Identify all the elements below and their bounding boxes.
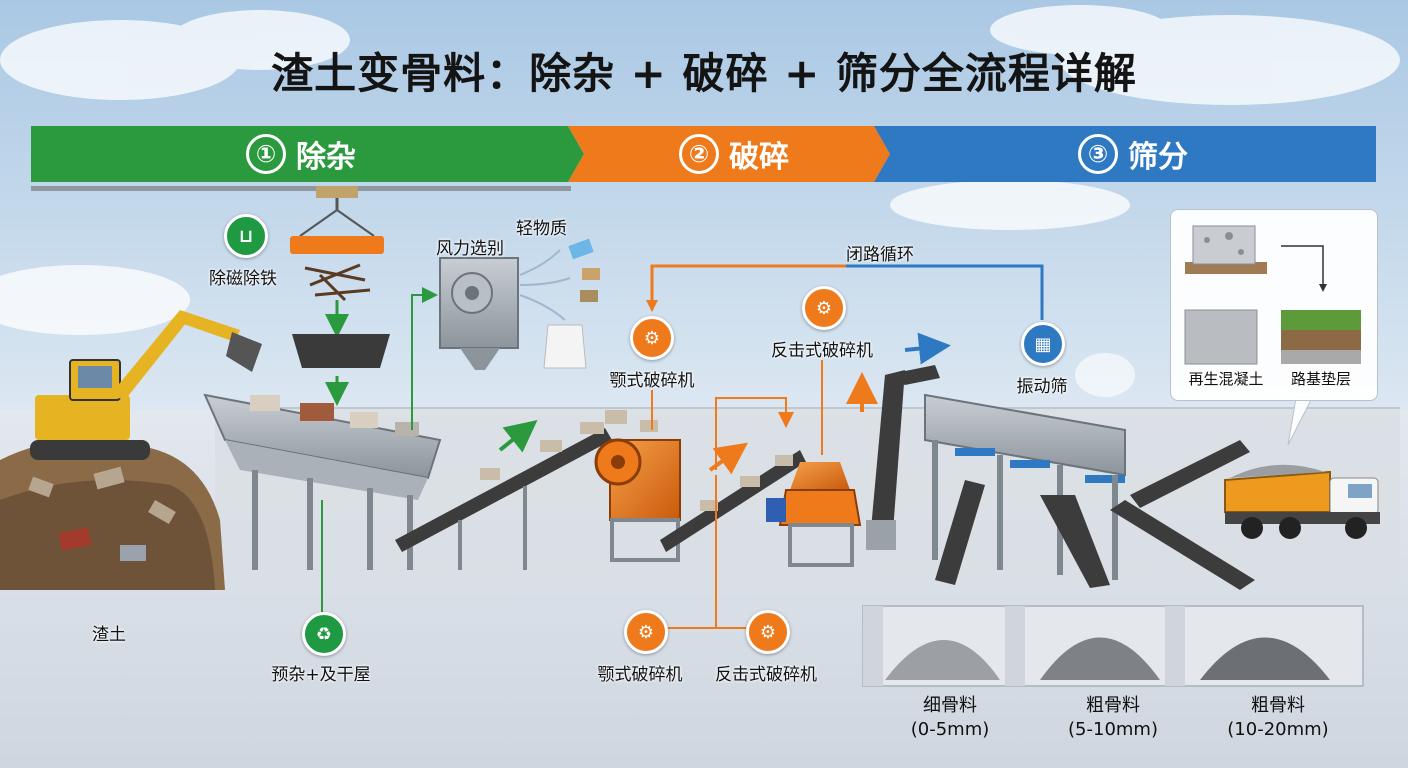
coarse-aggregate-pile-2	[1200, 637, 1330, 680]
vibrating-feeder	[203, 393, 442, 570]
impact-crusher-bottom-label: 反击式破碎机	[715, 665, 817, 685]
conveyor-2	[660, 450, 806, 552]
stage-3-banner	[874, 126, 1376, 182]
bucket-elevator	[866, 365, 940, 550]
electromagnet	[290, 186, 390, 406]
conveyor-1	[395, 422, 612, 570]
applications-callout	[1170, 209, 1378, 401]
wind-separator	[439, 238, 600, 370]
product-fine-name: 细骨料	[923, 695, 977, 716]
impact-crusher	[766, 462, 862, 567]
stage-2-text: 破碎	[729, 140, 789, 175]
impact-crusher-icon: ⚙	[802, 286, 846, 330]
wind-label: 风力选别	[436, 239, 504, 259]
product-coarse-1: 粗骨料 (5-10mm)	[1053, 694, 1173, 742]
impact-crusher-icon-bottom: ⚙	[746, 610, 790, 654]
stage-2-number: ②	[679, 134, 719, 174]
coarse-aggregate-pile-1	[1040, 637, 1160, 680]
product-coarse-2: 粗骨料 (10-20mm)	[1213, 694, 1343, 742]
jaw-crusher-icon-bottom: ⚙	[624, 610, 668, 654]
stage-1-banner	[31, 126, 584, 182]
roadbed-label: 路基垫层	[1290, 370, 1352, 388]
dump-truck	[1224, 464, 1380, 539]
soil-pile	[0, 440, 225, 590]
product-coarse-1-size: (5-10mm)	[1068, 719, 1158, 740]
product-coarse-1-name: 粗骨料	[1086, 695, 1140, 716]
vibrating-screen	[924, 393, 1255, 590]
soil-label: 渣土	[92, 625, 126, 645]
screen-label: 振动筛	[1016, 377, 1068, 397]
clouds	[0, 5, 1400, 335]
product-fine-size: (0-5mm)	[910, 719, 990, 740]
excavator	[30, 310, 262, 460]
stage-2-label: ② 破碎	[584, 126, 884, 182]
stage-3-text: 筛分	[1128, 140, 1188, 175]
recycled-concrete-label: 再生混凝土	[1188, 370, 1264, 388]
roadbed-image	[1281, 310, 1361, 330]
screen-icon: ▦	[1021, 322, 1065, 366]
magnet-icon: ⊔	[224, 214, 268, 258]
jaw-crusher	[594, 410, 681, 562]
recycled-concrete-image	[1184, 309, 1258, 365]
page-title: 渣土变骨料：除杂 + 破碎 + 筛分全流程详解	[271, 49, 1137, 98]
jaw-crusher-bottom-label: 颚式破碎机	[597, 665, 683, 685]
stage-1-number: ①	[246, 134, 286, 174]
product-coarse-2-size: (10-20mm)	[1227, 719, 1329, 740]
jaw-crusher-icon: ⚙	[630, 316, 674, 360]
stage-2-banner	[568, 126, 890, 182]
recycle-icon: ♻	[302, 612, 346, 656]
concrete-block-image	[1192, 225, 1256, 265]
stage-3-label: ③ 筛分	[890, 126, 1376, 182]
product-coarse-2-name: 粗骨料	[1251, 695, 1305, 716]
applications-graphic	[1184, 225, 1361, 365]
magnetic-label: 除磁除铁	[209, 269, 277, 289]
pre-treatment-label: 预杂+及干屋	[271, 665, 371, 685]
light-material-label: 轻物质	[516, 219, 567, 239]
jaw-crusher-label: 颚式破碎机	[609, 371, 695, 391]
fine-aggregate-pile	[885, 640, 1000, 680]
stage-1-label: ① 除杂	[31, 126, 571, 182]
product-fine: 细骨料 (0-5mm)	[890, 694, 1010, 742]
closed-loop-label: 闭路循环	[846, 245, 914, 265]
impact-crusher-label: 反击式破碎机	[771, 341, 873, 361]
product-bins	[862, 605, 1364, 687]
stage-1-text: 除杂	[296, 140, 356, 175]
stage-3-number: ③	[1078, 134, 1118, 174]
